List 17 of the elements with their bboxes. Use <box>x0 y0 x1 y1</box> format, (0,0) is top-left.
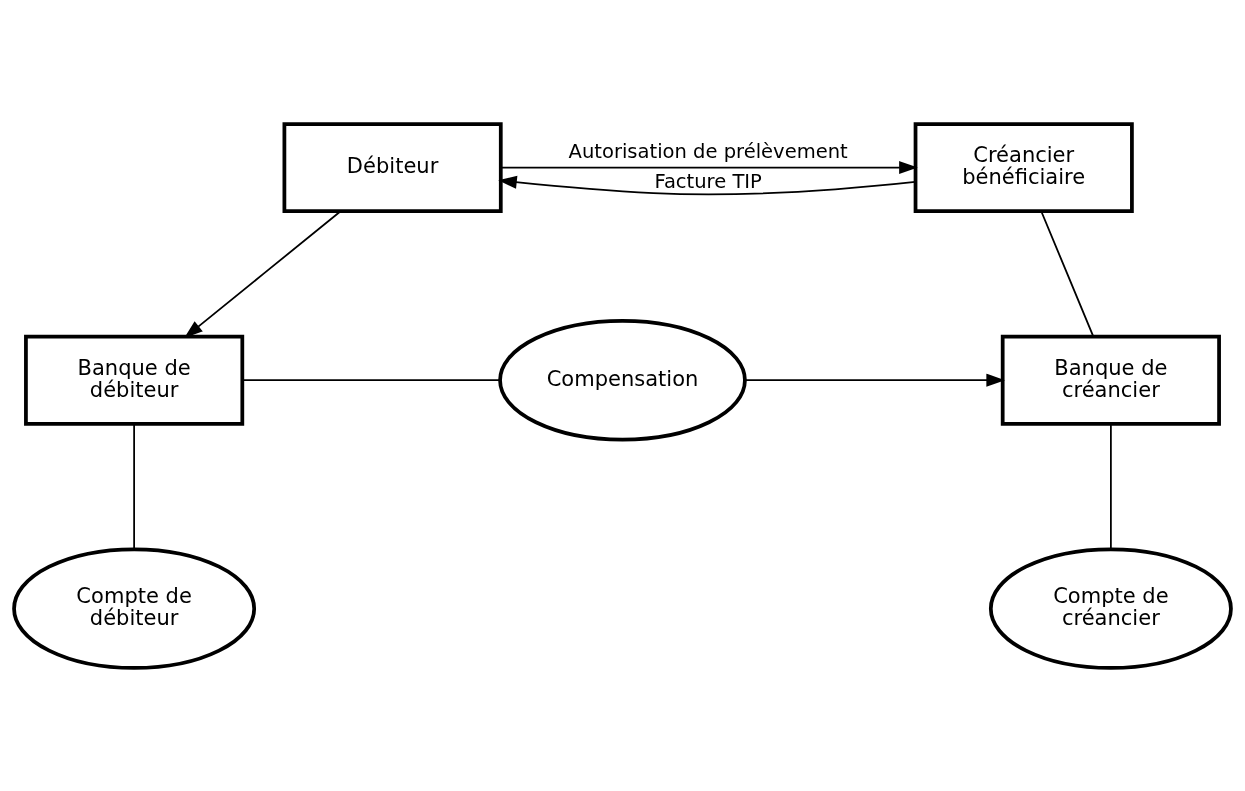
node-ellipse: Compte de créancier <box>988 546 1233 670</box>
node-ellipse: Compensation <box>498 318 747 441</box>
edge-label: Facture TIP <box>654 169 762 193</box>
arrow <box>498 175 917 195</box>
connector <box>1040 210 1095 337</box>
arrow <box>184 210 342 338</box>
node-ellipse: Compte de débiteur <box>12 546 257 670</box>
connector <box>1110 422 1112 550</box>
connector <box>133 422 135 550</box>
arrow <box>744 373 1005 387</box>
edge-label: Autorisation de prélèvement <box>568 139 848 163</box>
node-box: Créancier bénéficiaire <box>913 121 1134 213</box>
node-box: Banque de créancier <box>1000 334 1221 426</box>
connector <box>241 378 501 381</box>
node-box: Banque de débiteur <box>24 334 245 426</box>
arrow <box>500 160 918 174</box>
node-box: Débiteur <box>282 121 503 213</box>
